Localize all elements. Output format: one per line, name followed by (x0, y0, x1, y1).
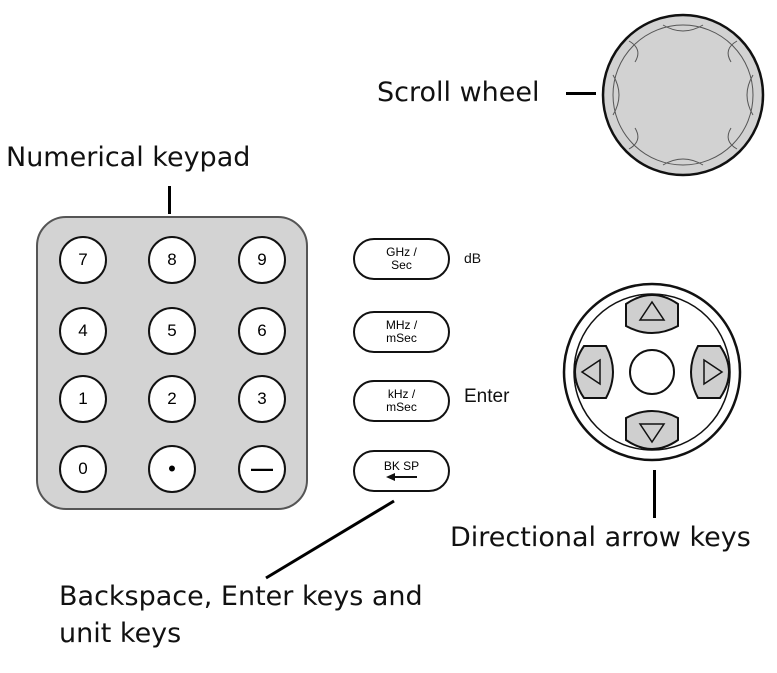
scroll-wheel-label: Scroll wheel (377, 77, 540, 108)
numerical-keypad-label: Numerical keypad (6, 142, 251, 173)
key-2[interactable]: 2 (148, 375, 196, 423)
unit-key-line2: Sec (391, 258, 412, 272)
center-button[interactable] (629, 349, 675, 395)
arrow-left-icon[interactable] (574, 345, 614, 399)
key-decimal-point[interactable]: • (148, 445, 196, 493)
numerical-keypad-leader (168, 186, 171, 214)
arrow-down-icon[interactable] (625, 410, 679, 450)
key-3[interactable]: 3 (238, 375, 286, 423)
backspace-key[interactable]: BK SP (353, 450, 450, 492)
unit-key-line1: GHz / (386, 245, 417, 260)
scroll-wheel-leader (566, 92, 596, 95)
db-label: dB (464, 250, 482, 266)
directional-keys-leader (653, 470, 656, 518)
unit-key-line2: mSec (386, 400, 417, 414)
key-5[interactable]: 5 (148, 307, 196, 355)
scroll-wheel[interactable] (600, 12, 770, 182)
mhz-msec-key[interactable]: MHz / mSec (353, 311, 450, 353)
key-minus[interactable]: — (238, 445, 286, 493)
key-1[interactable]: 1 (59, 375, 107, 423)
backspace-label-line2: unit keys (59, 618, 182, 649)
key-0[interactable]: 0 (59, 445, 107, 493)
key-9[interactable]: 9 (238, 236, 286, 284)
unit-key-line1: MHz / (385, 318, 418, 333)
key-7[interactable]: 7 (59, 236, 107, 284)
unit-key-line2: mSec (386, 331, 417, 345)
numerical-keypad: 7 8 9 4 5 6 1 2 3 0 • — (36, 216, 308, 510)
directional-pad (562, 282, 742, 462)
backspace-label-line1: Backspace, Enter keys and (59, 581, 423, 612)
unit-key-line1: BK SP (383, 458, 420, 473)
backspace-arrow-icon (385, 473, 417, 482)
key-4[interactable]: 4 (59, 307, 107, 355)
enter-label: Enter (464, 386, 510, 407)
directional-keys-label: Directional arrow keys (450, 522, 751, 553)
arrow-right-icon[interactable] (690, 345, 730, 399)
key-6[interactable]: 6 (238, 307, 286, 355)
ghz-sec-key[interactable]: GHz / Sec (353, 238, 450, 280)
unit-key-line1: kHz / (387, 387, 416, 402)
arrow-up-icon[interactable] (625, 294, 679, 334)
key-8[interactable]: 8 (148, 236, 196, 284)
khz-msec-key[interactable]: kHz / mSec (353, 380, 450, 422)
